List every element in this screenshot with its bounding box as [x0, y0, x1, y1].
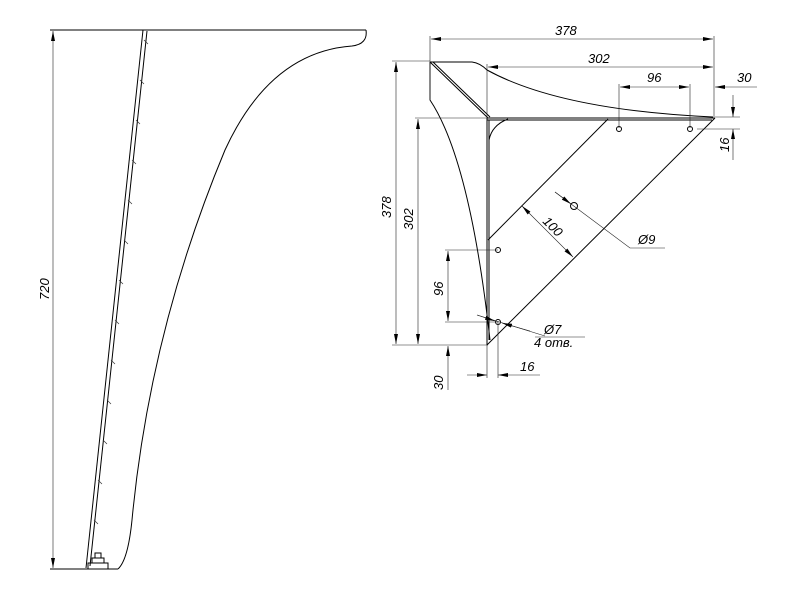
dimensions: 378 302 96 30 16 378 302 96 30 16 100 Ø9…: [379, 23, 757, 390]
hole-markers: [495, 126, 693, 325]
dim-hole-7: Ø7: [543, 322, 562, 337]
foot-bolt-icon: [87, 552, 109, 570]
dim-30-v: 30: [431, 375, 446, 390]
dim-302-width: 302: [588, 51, 610, 66]
dim-96-h: 96: [647, 70, 662, 85]
dim-16-h: 16: [520, 359, 535, 374]
dim-30-h: 30: [737, 70, 752, 85]
side-view-leg: [50, 29, 367, 570]
dim-hole-count: 4 отв.: [534, 335, 573, 350]
dim-16-v: 16: [717, 137, 732, 152]
dim-720-label: 720: [37, 278, 52, 300]
dim-378-height: 378: [379, 196, 394, 218]
front-view-bracket: [429, 61, 716, 346]
dim-height-720: 720: [37, 31, 55, 568]
dim-378-width: 378: [555, 23, 577, 38]
dim-302-height: 302: [401, 208, 416, 230]
dim-96-v: 96: [431, 281, 446, 296]
dim-100: 100: [540, 214, 566, 240]
dim-hole-9: Ø9: [637, 232, 655, 247]
